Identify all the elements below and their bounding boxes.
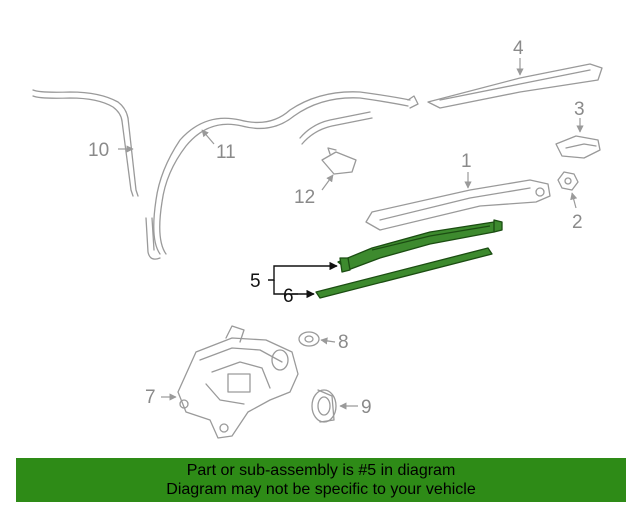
callout-labels: 1 2 3 4 5 6 7 8 9 10 11 12 (88, 38, 585, 418)
callout-3: 3 (574, 99, 585, 120)
callout-1: 1 (461, 151, 472, 172)
washer-part-8 (298, 331, 320, 347)
banner-line-2: Diagram may not be specific to your vehi… (166, 481, 476, 498)
leader-lines (118, 58, 584, 410)
callout-7: 7 (145, 387, 156, 408)
wiper-motor-part-7 (177, 325, 299, 439)
callout-12: 12 (294, 187, 315, 208)
hose-part-10 (121, 117, 161, 260)
callout-8: 8 (338, 332, 349, 353)
parts-diagram: 1 2 3 4 5 6 7 8 9 10 11 12 (32, 38, 603, 439)
blade-assembly-part-5-highlighted (337, 219, 503, 273)
washer-hose-part-11 (32, 89, 419, 255)
info-banner: Part or sub-assembly is #5 in diagram Di… (16, 458, 626, 502)
callout-6: 6 (283, 286, 294, 307)
callout-10: 10 (88, 140, 109, 161)
cap-part-3 (555, 135, 601, 159)
nozzle-part-12 (321, 147, 357, 175)
callout-11: 11 (216, 142, 236, 163)
banner-line-1: Part or sub-assembly is #5 in diagram (186, 462, 456, 479)
arm-cover-part-4 (427, 63, 603, 109)
wiper-arm-part-1 (365, 179, 551, 231)
nut-part-2 (557, 171, 579, 191)
grommet-part-9 (311, 389, 337, 423)
blade-insert-part-6-highlighted (315, 247, 493, 299)
callout-2: 2 (572, 212, 583, 233)
callout-5: 5 (250, 271, 261, 292)
callout-9: 9 (361, 397, 372, 418)
callout-4: 4 (513, 38, 524, 59)
